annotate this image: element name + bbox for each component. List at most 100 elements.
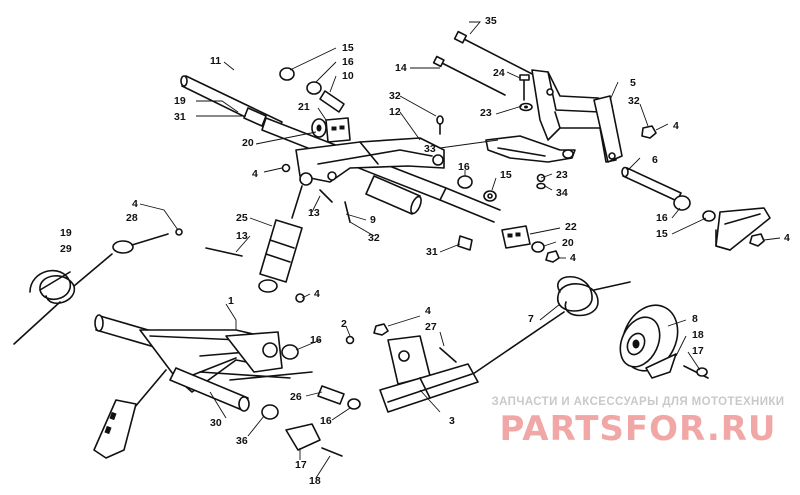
- callout-16-mid: 16: [458, 161, 470, 173]
- callout-12: 12: [389, 106, 401, 118]
- nut-4a: [641, 125, 657, 139]
- bolt-13-top: [319, 189, 333, 203]
- bracket-5: [531, 69, 623, 163]
- callout-3: 3: [449, 415, 455, 427]
- callout-15-top: 15: [342, 42, 354, 54]
- bolt-24: [519, 74, 530, 101]
- callout-15-mid: 15: [500, 169, 512, 181]
- shaft-6: [621, 166, 682, 202]
- callout-10: 10: [342, 70, 354, 82]
- callout-4-bracket: 4: [425, 305, 431, 317]
- callout-17-right: 17: [692, 345, 704, 357]
- callout-2: 2: [341, 318, 347, 330]
- callout-7: 7: [528, 313, 534, 325]
- bolt-13-lower: [205, 247, 243, 257]
- hitch-30: [93, 369, 167, 459]
- plate-22: [501, 225, 531, 249]
- eyebolt-28: [112, 233, 169, 254]
- callout-28: 28: [126, 212, 138, 224]
- callout-6: 6: [652, 154, 658, 166]
- wheel-8: [619, 304, 679, 372]
- bolt-14: [432, 55, 506, 96]
- bolt-27: [439, 347, 457, 363]
- callout-27: 27: [425, 321, 437, 333]
- spring-29-left: [13, 253, 113, 345]
- callout-labels: 35 14 24 5 32 4 6 11 15 16 10 19 31 21 2…: [60, 15, 790, 487]
- bolt-15-right: [702, 210, 716, 222]
- callout-14: 14: [395, 62, 407, 74]
- callout-5: 5: [630, 77, 636, 89]
- plate-21: [325, 117, 351, 143]
- callout-8: 8: [692, 313, 698, 325]
- bolt-32-mid: [344, 201, 351, 223]
- callout-9: 9: [370, 214, 376, 226]
- nut-34: [536, 182, 546, 190]
- callout-1: 1: [228, 295, 234, 307]
- callout-15-right: 15: [656, 228, 668, 240]
- callout-30: 30: [210, 417, 222, 429]
- arm-33: [485, 135, 576, 163]
- callout-16-bottom: 16: [320, 415, 332, 427]
- bushing-16-right: [673, 195, 691, 211]
- bolt-32-top: [436, 115, 444, 135]
- bushing-31: [243, 107, 267, 127]
- washer-17-right: [696, 367, 708, 377]
- callout-23-top: 23: [480, 107, 492, 119]
- nut-4-left: [175, 228, 183, 236]
- callout-25: 25: [236, 212, 248, 224]
- bolt-18-lower: [321, 447, 343, 457]
- bolt-15-mid: [483, 190, 497, 202]
- spring-7: [469, 275, 631, 377]
- bushing-16-top: [306, 81, 322, 95]
- shock-25: [258, 172, 313, 293]
- sleeve-10: [319, 90, 345, 113]
- bushing-16-bottom: [347, 398, 361, 410]
- bracket-17-lower: [285, 423, 321, 451]
- nut-2: [345, 335, 355, 345]
- callout-21: 21: [298, 101, 310, 113]
- callout-24: 24: [493, 67, 505, 79]
- nut-4-mid: [545, 250, 560, 263]
- callout-17-lower: 17: [295, 459, 307, 471]
- callout-23-mid: 23: [556, 169, 568, 181]
- callout-4-right: 4: [784, 232, 790, 244]
- washer-20b: [531, 241, 545, 253]
- callout-11: 11: [210, 55, 221, 67]
- watermark-tagline: ЗАПЧАСТИ И АКСЕССУАРЫ ДЛЯ МОТОТЕХНИКИ: [491, 396, 785, 408]
- callout-13-top: 13: [308, 207, 320, 219]
- rail-bracket-3: [379, 335, 479, 413]
- watermark-logo: PARTSFOR.RU: [499, 409, 777, 449]
- nut-4-lower: [295, 293, 305, 303]
- leader-lines: [139, 21, 781, 479]
- callout-4-left-top: 4: [252, 168, 258, 180]
- callout-36: 36: [236, 435, 248, 447]
- callout-4-rear: 4: [673, 120, 679, 132]
- callout-4-mid: 4: [570, 252, 576, 264]
- callout-20-top: 20: [242, 137, 254, 149]
- bushing-16-lower: [281, 344, 299, 360]
- callout-20-mid: 20: [562, 237, 574, 249]
- callout-35: 35: [485, 15, 497, 27]
- a-arm-12: [295, 137, 445, 183]
- callout-31-mid: 31: [426, 246, 438, 258]
- callout-26: 26: [290, 391, 302, 403]
- callout-32-top: 32: [389, 90, 401, 102]
- callout-4-lower: 4: [314, 288, 320, 300]
- bushing-31-mid: [457, 235, 473, 251]
- callout-31-top: 31: [174, 111, 186, 123]
- bolt-35: [453, 30, 541, 79]
- callout-29: 29: [60, 243, 72, 255]
- callout-33: 33: [424, 143, 436, 155]
- sleeve-9: [365, 175, 422, 215]
- callout-16-top: 16: [342, 56, 354, 68]
- bushing-15-top: [279, 67, 295, 81]
- callout-16-right: 16: [656, 212, 668, 224]
- callout-19-left: 19: [60, 227, 72, 239]
- nut-4-top-left: [281, 163, 291, 173]
- callout-18-right: 18: [692, 329, 704, 341]
- callout-22: 22: [565, 221, 577, 233]
- sleeve-26: [317, 385, 345, 405]
- callout-19-top: 19: [174, 95, 186, 107]
- callout-16-lower: 16: [310, 334, 322, 346]
